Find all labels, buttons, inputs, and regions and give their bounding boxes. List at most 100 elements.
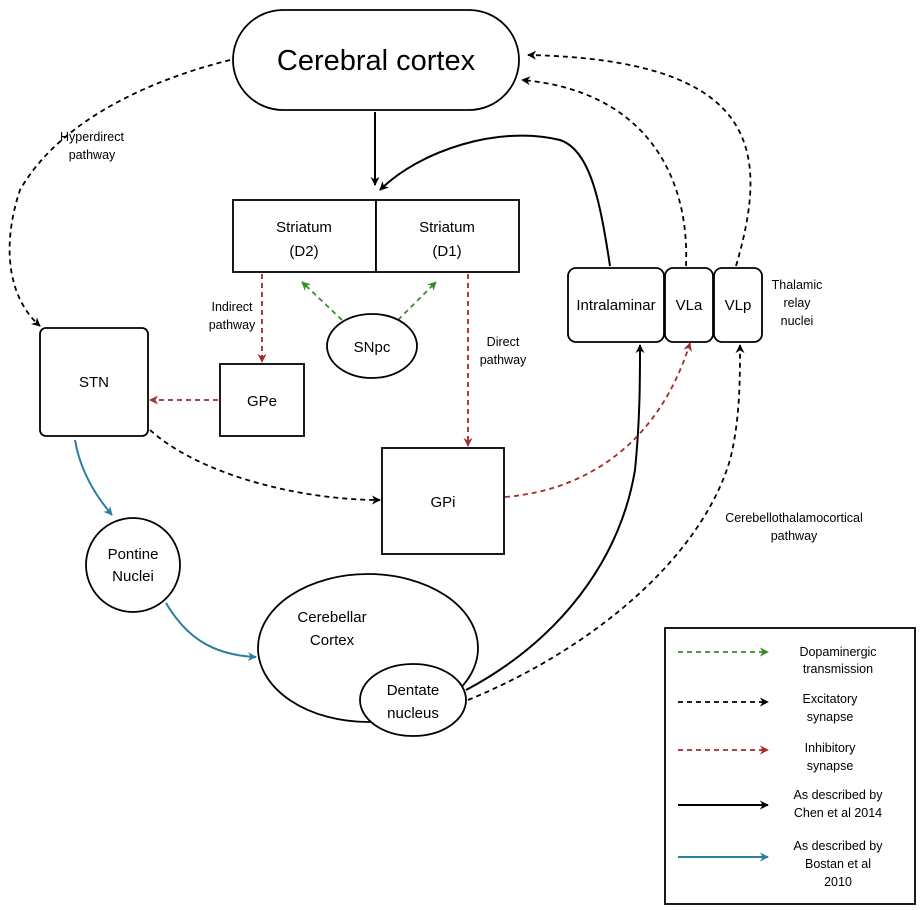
svg-text:(D2): (D2): [289, 243, 318, 260]
legend-dopaminergic-line1: Dopaminergic: [799, 645, 876, 659]
stn-node: STN: [39, 327, 149, 437]
edge-dentate-to-vlp: [467, 344, 745, 701]
edge-dentate-to-intralaminar: [465, 344, 645, 691]
svg-text:Indirect: Indirect: [212, 300, 254, 314]
legend-inhibitory-line2: synapse: [807, 759, 854, 773]
legend-box: [664, 627, 916, 905]
direct-annotation: Direct pathway: [480, 335, 527, 367]
svg-text:Dopaminergic: Dopaminergic: [799, 645, 876, 659]
svg-text:Hyperdirect: Hyperdirect: [60, 130, 124, 144]
svg-text:pathway: pathway: [771, 529, 818, 543]
intralaminar-label: Intralaminar: [576, 297, 655, 314]
striatum-d2-node: Striatum (D2): [232, 199, 377, 273]
indirect-line1: Indirect: [212, 300, 254, 314]
svg-text:Chen et al 2014: Chen et al 2014: [794, 806, 882, 820]
svg-text:Striatum: Striatum: [419, 219, 475, 236]
thalamic-line2: relay: [783, 296, 811, 310]
svg-text:Thalamic: Thalamic: [772, 278, 823, 292]
vla-label: VLa: [676, 297, 703, 314]
edge-gpi-to-vla: [504, 342, 692, 498]
svg-text:relay: relay: [783, 296, 811, 310]
edge-pontine-to-cerebellar: [165, 602, 257, 662]
svg-text:Bostan et al: Bostan et al: [805, 857, 871, 871]
indirect-annotation: Indirect pathway: [209, 300, 256, 332]
hyperdirect-line1: Hyperdirect: [60, 130, 124, 144]
legend-bostan-line2: Bostan et al: [805, 857, 871, 871]
hyperdirect-line2: pathway: [69, 148, 116, 162]
svg-text:synapse: synapse: [807, 710, 854, 724]
pontine-nuclei-node: Pontine Nuclei: [85, 517, 181, 613]
gpi-node: GPi: [381, 447, 505, 555]
vlp-label: VLp: [725, 297, 752, 314]
svg-text:Direct: Direct: [487, 335, 520, 349]
gpe-label: GPe: [247, 393, 277, 410]
direct-line2: pathway: [480, 353, 527, 367]
vlp-node: VLp: [713, 267, 763, 343]
legend-chen-line1: As described by: [794, 788, 884, 802]
striatum-d1-node: Striatum (D1): [375, 199, 520, 273]
legend-item-chen: As described by Chen et al 2014: [678, 788, 883, 820]
edge-vlp-to-cortex: [527, 50, 752, 267]
pontine-label-line2: Nuclei: [112, 568, 154, 585]
thalamic-annotation: Thalamic relay nuclei: [772, 278, 823, 328]
edge-hyperdirect-cortex-to-stn: [8, 59, 231, 327]
striatum-d2-label-line1: Striatum: [276, 219, 332, 236]
svg-text:pathway: pathway: [69, 148, 116, 162]
striatum-d2-label-line2: (D2): [289, 243, 318, 260]
cerebellothalamocortical-annotation: Cerebellothalamocortical pathway: [725, 511, 863, 543]
intralaminar-node: Intralaminar: [567, 267, 665, 343]
indirect-line2: pathway: [209, 318, 256, 332]
vla-node: VLa: [664, 267, 714, 343]
svg-text:nucleus: nucleus: [387, 705, 439, 722]
cerebellothalamocortical-line2: pathway: [771, 529, 818, 543]
edge-stn-to-gpi: [149, 429, 381, 505]
svg-text:As described by: As described by: [794, 788, 884, 802]
svg-text:transmission: transmission: [803, 662, 873, 676]
dentate-nucleus-node: Dentate nucleus: [359, 663, 467, 737]
cerebellar-label-line1: Cerebellar: [297, 609, 366, 626]
snpc-node: SNpc: [326, 313, 418, 379]
hyperdirect-annotation: Hyperdirect pathway: [60, 130, 124, 162]
legend: Dopaminergic transmission Excitatory syn…: [664, 627, 916, 905]
svg-text:synapse: synapse: [807, 759, 854, 773]
dentate-label-line2: nucleus: [387, 705, 439, 722]
edge-vla-to-cortex: [521, 76, 688, 267]
legend-item-excitatory: Excitatory synapse: [678, 692, 858, 724]
svg-text:(D1): (D1): [432, 243, 461, 260]
striatum-d1-label-line1: Striatum: [419, 219, 475, 236]
svg-text:Cerebellar: Cerebellar: [297, 609, 366, 626]
svg-text:nuclei: nuclei: [781, 314, 814, 328]
gpi-label: GPi: [430, 494, 455, 511]
legend-item-bostan: As described by Bostan et al 2010: [678, 839, 883, 889]
legend-dopaminergic-line2: transmission: [803, 662, 873, 676]
striatum-d1-label-line2: (D1): [432, 243, 461, 260]
stn-label: STN: [79, 374, 109, 391]
edge-intralaminar-to-striatum: [379, 134, 611, 267]
legend-chen-line2: Chen et al 2014: [794, 806, 882, 820]
legend-inhibitory-line1: Inhibitory: [805, 741, 856, 755]
legend-bostan-line3: 2010: [824, 875, 852, 889]
svg-text:Dentate: Dentate: [387, 682, 440, 699]
svg-text:As described by: As described by: [794, 839, 884, 853]
svg-text:Inhibitory: Inhibitory: [805, 741, 856, 755]
legend-item-inhibitory: Inhibitory synapse: [678, 741, 856, 773]
direct-line1: Direct: [487, 335, 520, 349]
svg-text:pathway: pathway: [209, 318, 256, 332]
gpe-node: GPe: [219, 363, 305, 437]
pontine-label-line1: Pontine: [108, 546, 159, 563]
cerebellothalamocortical-line1: Cerebellothalamocortical: [725, 511, 863, 525]
svg-text:2010: 2010: [824, 875, 852, 889]
svg-text:Excitatory: Excitatory: [803, 692, 859, 706]
svg-text:Cortex: Cortex: [310, 632, 355, 649]
edge-stn-to-pontine: [74, 439, 113, 516]
svg-text:Pontine: Pontine: [108, 546, 159, 563]
dentate-label-line1: Dentate: [387, 682, 440, 699]
thalamic-line3: nuclei: [781, 314, 814, 328]
legend-excitatory-line2: synapse: [807, 710, 854, 724]
svg-text:Cerebellothalamocortical: Cerebellothalamocortical: [725, 511, 863, 525]
svg-text:Nuclei: Nuclei: [112, 568, 154, 585]
legend-item-dopaminergic: Dopaminergic transmission: [678, 645, 877, 676]
edge-snpc-to-striatum-d2: [301, 281, 343, 321]
legend-bostan-line1: As described by: [794, 839, 884, 853]
